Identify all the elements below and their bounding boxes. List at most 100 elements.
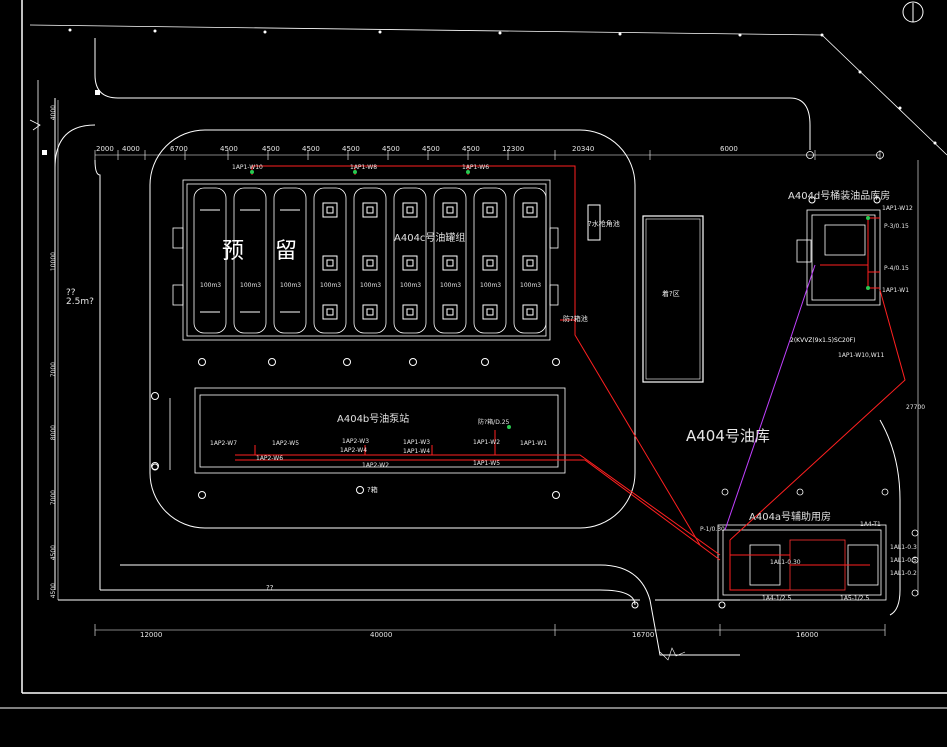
aux-cable-label: 1A4-1/2.5 — [762, 595, 792, 602]
tank-manhole-inner — [326, 259, 334, 267]
dim-left-label: 10000 — [50, 252, 57, 272]
tank-capacity-label: 100m3 — [280, 282, 302, 289]
tank-manhole — [522, 304, 538, 320]
dim-top-label: 2000 — [96, 145, 114, 153]
dim-bottom-label: 16700 — [632, 631, 655, 639]
barrel-storage-name: A404d号桶装油品库房 — [788, 191, 891, 202]
cable-routes — [235, 165, 906, 591]
tank-capacity-label: 100m3 — [240, 282, 262, 289]
parking-label: 着?区 — [662, 290, 680, 298]
right-dimension: 27700 — [906, 404, 926, 411]
pump-cable-label: 1AP2-W2 — [362, 462, 390, 469]
dim-top-label: 4500 — [302, 145, 320, 153]
pump-station-name: A404b号油泵站 — [337, 414, 410, 425]
fence-posts — [42, 28, 937, 155]
tank-cell — [433, 187, 467, 334]
dim-left-label: 8000 — [50, 425, 57, 441]
aux-cable-label: 1AL1-0.2 — [890, 570, 917, 577]
dim-top-label: 20340 — [572, 145, 595, 153]
pump-cable-label: 1AP1-W1 — [520, 440, 548, 447]
tank-capacity-label: 100m3 — [400, 282, 422, 289]
dim-top-label: 6000 — [720, 145, 738, 153]
tank-flanges — [172, 227, 559, 306]
tank-manhole — [442, 202, 458, 218]
aux-building — [717, 488, 919, 601]
tank-manhole — [322, 202, 338, 218]
dim-left-label: 4500 — [50, 583, 57, 599]
cable-spec: 2(KVVZ(9x1.5)SC20F) — [790, 337, 856, 344]
tank-capacity-label: 100m3 — [200, 282, 222, 289]
dim-left-label: 4500 — [50, 545, 57, 561]
dim-top-label: 4500 — [382, 145, 400, 153]
tank-manhole — [362, 255, 378, 271]
tank-manhole-inner — [526, 206, 534, 214]
tank-cell — [273, 187, 307, 334]
dim-bottom-label: 40000 — [370, 631, 393, 639]
pump-station-block — [169, 387, 566, 474]
aux-cable-label: P-1/0.30 — [700, 526, 725, 533]
tank-cell — [473, 187, 507, 334]
tank-capacity-label: 100m3 — [520, 282, 542, 289]
tank-manhole — [362, 202, 378, 218]
barrel-cable-label: P-3/0.15 — [884, 223, 909, 230]
tank-manhole — [322, 304, 338, 320]
fire-pool-label: ?水枪角池 — [588, 220, 620, 228]
tank-manhole — [482, 202, 498, 218]
aux-cable-label: 1A5-1/2.5 — [840, 595, 870, 602]
north-arrow-icon — [902, 1, 924, 23]
aux-cable-label: 1A4-T1 — [860, 521, 881, 528]
tank-capacity-label: 100m3 — [440, 282, 462, 289]
road-width-label: ?? 2.5m? — [66, 288, 94, 307]
reserved-label: 预 留 — [222, 239, 309, 264]
tank-manhole-inner — [366, 259, 374, 267]
aux-cable-label: 1AL1-0.5 — [890, 557, 917, 564]
road-outline — [54, 38, 901, 656]
dim-bottom-label: 12000 — [140, 631, 163, 639]
tank-cable-label: 1AP1-W8 — [350, 164, 378, 171]
tank-manhole — [322, 255, 338, 271]
tank-capacity-label: 100m3 — [360, 282, 382, 289]
dim-top-label: 12300 — [502, 145, 525, 153]
fire-pool-box — [587, 204, 601, 241]
tank-manhole — [482, 304, 498, 320]
tank-manhole-inner — [446, 259, 454, 267]
tank-manhole — [402, 202, 418, 218]
dim-left-label: 7000 — [50, 362, 57, 378]
drawing-frame — [0, 0, 947, 709]
tank-cell — [233, 187, 267, 334]
parking-area — [642, 215, 704, 383]
tank-cell — [393, 187, 427, 334]
tank-capacity-label: 100m3 — [480, 282, 502, 289]
tank-manhole-inner — [366, 308, 374, 316]
pump-cable-label: 1AP2-W6 — [256, 455, 284, 462]
aux-cable-label: 1AL1-0.3 — [890, 544, 917, 551]
tank-manhole — [482, 255, 498, 271]
tank-manhole-inner — [446, 308, 454, 316]
tank-cells — [193, 187, 547, 334]
barrel-cable-label: 1AP1-W12 — [882, 205, 913, 212]
tank-manhole-inner — [406, 206, 414, 214]
tank-cell — [513, 187, 547, 334]
tank-manhole-inner — [326, 206, 334, 214]
dim-top-label: 4000 — [122, 145, 140, 153]
road-label: ?? — [266, 584, 274, 592]
dim-line-bottom — [94, 624, 886, 661]
dim-top-label: 4500 — [262, 145, 280, 153]
dim-top-label: 4500 — [342, 145, 360, 153]
tank-cell — [193, 187, 227, 334]
tank-manhole-inner — [526, 259, 534, 267]
tank-manhole-inner — [406, 259, 414, 267]
tank-manhole — [522, 202, 538, 218]
tank-cable-label: 1AP1-W6 — [462, 164, 490, 171]
site-name: A404号油库 — [686, 427, 770, 445]
pump-cable-label: 1AP1-W4 — [403, 448, 431, 455]
pump-cable-label: 1AP2-W4 — [340, 447, 368, 454]
tank-manhole — [402, 304, 418, 320]
tank-group-name: A404c号油罐组 — [394, 233, 466, 244]
pump-cable-label: 1AP1-W2 — [473, 439, 501, 446]
pump-station-axis-bubbles — [151, 358, 560, 499]
dim-top-label: 4500 — [220, 145, 238, 153]
tank-manhole-inner — [406, 308, 414, 316]
tank-area-boundary — [149, 129, 636, 529]
